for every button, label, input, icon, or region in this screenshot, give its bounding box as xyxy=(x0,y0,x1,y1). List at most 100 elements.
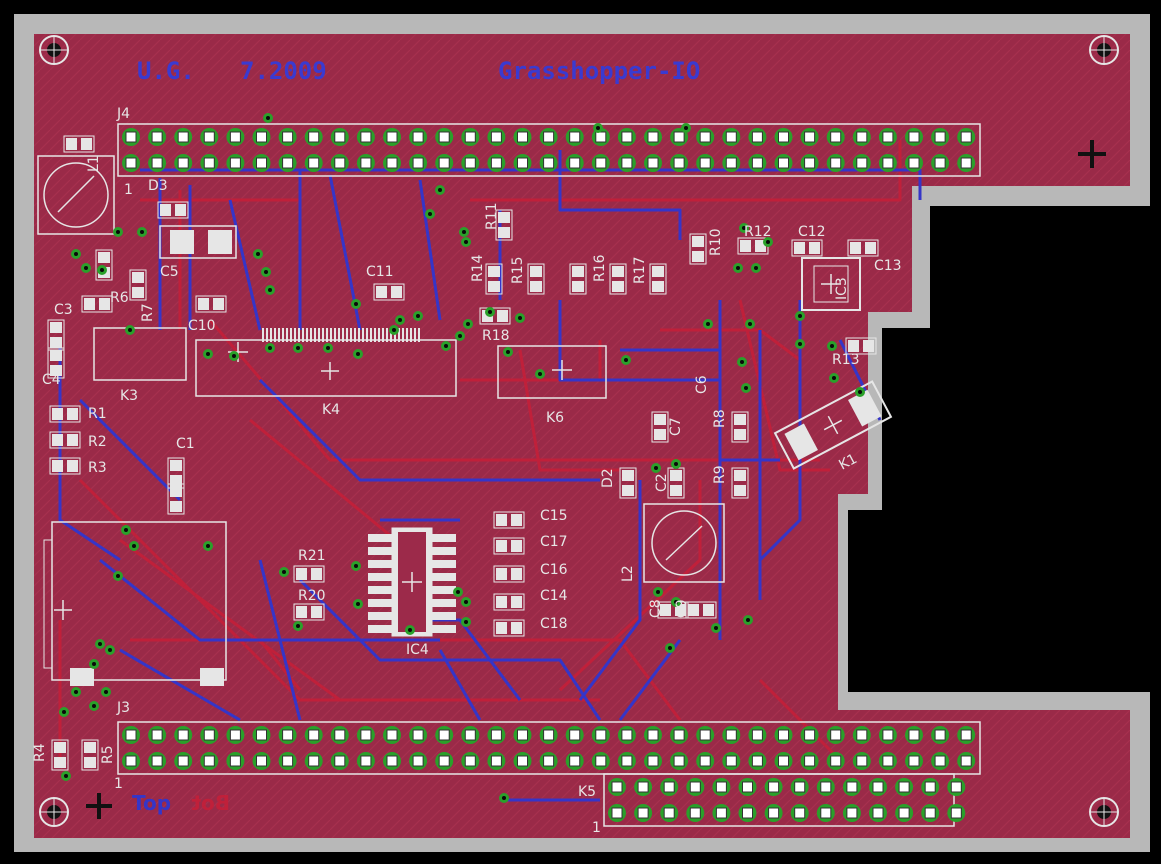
via xyxy=(113,227,123,237)
board-name: Grasshopper-IO xyxy=(498,57,700,85)
label-r21: R21 xyxy=(298,548,326,564)
pin-pad xyxy=(790,778,809,796)
label-l2: L2 xyxy=(620,565,636,582)
pin-pad xyxy=(122,128,140,146)
pin-pad xyxy=(304,128,323,146)
pin-pad xyxy=(304,752,323,770)
pin-pad xyxy=(200,752,219,770)
connector-k5-pins xyxy=(608,778,966,822)
bottom-layer-mark: Bot xyxy=(191,791,230,815)
pin-pad xyxy=(748,752,767,770)
pin-pad xyxy=(304,154,323,172)
label-c11: C11 xyxy=(366,264,394,280)
pin-pad xyxy=(565,154,584,172)
via xyxy=(653,587,663,597)
pin-pad xyxy=(278,154,297,172)
pin-pad xyxy=(696,726,715,744)
label-r20: R20 xyxy=(298,588,326,604)
capacitor-c5-body xyxy=(159,225,237,259)
smd-component xyxy=(569,263,587,295)
pin-pad xyxy=(252,154,271,172)
pin-pad xyxy=(383,154,401,172)
pin-pad xyxy=(487,128,506,146)
label-c18: C18 xyxy=(540,616,568,632)
pin-pad xyxy=(957,726,976,744)
pin-pad xyxy=(330,726,349,744)
via xyxy=(203,349,213,359)
pin-pad xyxy=(539,726,558,744)
pin-pad xyxy=(174,752,193,770)
label-c1: C1 xyxy=(176,436,195,452)
smd-component xyxy=(493,537,525,555)
pin-pad xyxy=(409,128,428,146)
via xyxy=(829,373,839,383)
pin-pad xyxy=(122,752,140,770)
via xyxy=(395,315,405,325)
pin-pad xyxy=(174,128,193,146)
pin-pad xyxy=(722,752,741,770)
via xyxy=(279,567,289,577)
via xyxy=(105,645,115,655)
via xyxy=(455,331,465,341)
pin-pad xyxy=(435,726,454,744)
label-r12: R12 xyxy=(744,224,772,240)
pin-pad xyxy=(957,752,976,770)
pin-pad xyxy=(764,804,783,822)
pin-pad xyxy=(816,804,835,822)
pin-pad xyxy=(931,726,950,744)
pin-pad xyxy=(383,752,401,770)
smd-component xyxy=(129,269,147,301)
smd-component xyxy=(373,283,405,301)
label-c4: C4 xyxy=(42,372,61,388)
pin-pad xyxy=(330,128,349,146)
via xyxy=(621,355,631,365)
connector-j3-pins xyxy=(122,726,976,770)
pin-pad xyxy=(252,752,271,770)
pin-pad xyxy=(565,128,584,146)
pin-pad xyxy=(748,726,767,744)
smd-component xyxy=(845,337,877,355)
pin-pad xyxy=(852,154,871,172)
via xyxy=(827,341,837,351)
pin-pad xyxy=(539,752,558,770)
via xyxy=(651,463,661,473)
pin-pad xyxy=(539,154,558,172)
pin-pad xyxy=(148,752,167,770)
via xyxy=(261,267,271,277)
smd-component xyxy=(49,431,81,449)
pin-pad xyxy=(591,154,610,172)
smd-component xyxy=(731,411,749,443)
via xyxy=(763,237,773,247)
pin-pad xyxy=(608,804,626,822)
pin-pad xyxy=(617,154,636,172)
via xyxy=(665,643,675,653)
smd-component xyxy=(157,201,189,219)
pin-pad xyxy=(565,752,584,770)
pin-pad xyxy=(174,726,193,744)
via xyxy=(739,223,749,233)
label-r15: R15 xyxy=(510,256,526,284)
via xyxy=(265,343,275,353)
smd-component xyxy=(847,239,879,257)
via xyxy=(71,249,81,259)
pin-pad xyxy=(722,128,741,146)
connector-j4-outline xyxy=(117,123,981,177)
pin-pad xyxy=(826,128,845,146)
label-pin1-k5: 1 xyxy=(592,820,601,836)
pin-pad xyxy=(513,752,532,770)
pin-pad xyxy=(539,128,558,146)
pin-pad xyxy=(905,752,923,770)
label-c2: C2 xyxy=(654,473,670,492)
via xyxy=(137,227,147,237)
pin-pad xyxy=(608,778,626,796)
mounting-hole-top-right xyxy=(1089,35,1119,65)
connector-k1 xyxy=(773,380,893,470)
via xyxy=(101,687,111,697)
ic4-package xyxy=(368,527,456,637)
pin-pad xyxy=(200,726,219,744)
label-ic4: IC4 xyxy=(406,642,429,658)
via xyxy=(703,319,713,329)
pin-pad xyxy=(487,752,506,770)
pin-pad xyxy=(816,778,835,796)
pin-pad xyxy=(921,778,940,796)
